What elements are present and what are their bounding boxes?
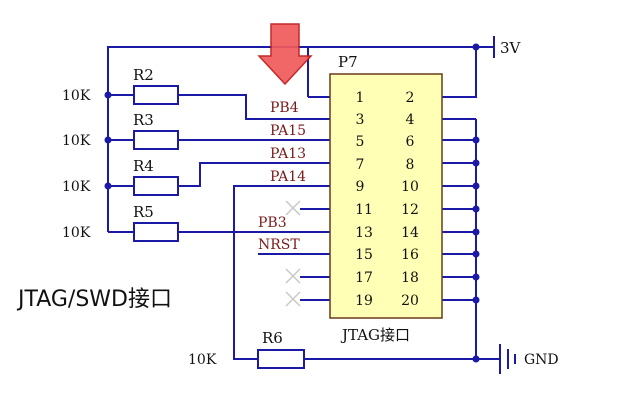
r4-value: 10K — [62, 179, 91, 195]
r3-value: 10K — [62, 133, 91, 149]
net-label-pb4: PB4 — [270, 100, 299, 116]
pin-number: 2 — [406, 90, 415, 106]
resistor-r4 — [133, 176, 179, 196]
vcc-label: 3V — [500, 39, 522, 57]
connector-p7-body — [329, 73, 443, 319]
r4-ref: R4 — [133, 157, 154, 175]
resistor-r3 — [133, 130, 179, 150]
pin-number: 4 — [406, 112, 415, 128]
resistor-r2 — [133, 85, 179, 105]
pin-number: 15 — [355, 247, 373, 263]
connector-ref: P7 — [338, 53, 358, 71]
r2-value: 10K — [62, 88, 91, 104]
pin-number: 9 — [356, 179, 365, 195]
r3-ref: R3 — [133, 111, 154, 129]
junctions — [104, 43, 480, 363]
resistor-r6 — [257, 349, 305, 369]
pin-number: 13 — [355, 225, 373, 241]
net-label-pa13: PA13 — [270, 146, 306, 162]
pin-number: 17 — [355, 270, 373, 286]
r2-ref: R2 — [133, 66, 154, 84]
pin-number: 12 — [401, 202, 419, 218]
schematic-title: JTAG/SWD接口 — [16, 287, 172, 312]
r5-ref: R5 — [133, 203, 154, 221]
pin-number: 5 — [356, 134, 365, 150]
pin-number: 20 — [401, 293, 419, 309]
pin-number: 3 — [356, 112, 365, 128]
pin-number: 8 — [406, 157, 415, 173]
pin-number: 16 — [401, 247, 419, 263]
pin-number: 19 — [355, 293, 373, 309]
pin2-to-rail — [442, 47, 477, 98]
net-label-pa14: PA14 — [270, 169, 306, 185]
resistor-r5 — [133, 222, 179, 242]
pa13-wire — [178, 162, 330, 187]
pa14-wire — [233, 185, 330, 360]
vcc-rail — [107, 46, 480, 232]
no-connect-icon — [285, 268, 301, 284]
vcc-symbol — [480, 36, 495, 58]
net-label-pa15: PA15 — [270, 123, 306, 139]
net-label-pb3: PB3 — [258, 215, 287, 231]
wires — [107, 46, 500, 360]
no-connect-icon — [285, 291, 301, 307]
ground-symbol — [499, 344, 516, 374]
net-label-nrst: NRST — [258, 237, 300, 253]
connector-caption: JTAG接口 — [340, 326, 410, 344]
pin-number: 1 — [356, 90, 365, 106]
no-connect-marks — [285, 200, 301, 307]
pin-number: 7 — [356, 157, 365, 173]
resistors — [133, 85, 305, 369]
r6-ref: R6 — [262, 329, 283, 347]
pin-number: 14 — [401, 225, 419, 241]
down-arrow-icon — [257, 23, 313, 86]
pin-number: 18 — [401, 270, 419, 286]
gnd-label: GND — [524, 352, 559, 368]
pin-number: 10 — [401, 179, 419, 195]
pin-number: 11 — [355, 202, 373, 218]
pin-number: 6 — [406, 134, 415, 150]
no-connect-icon — [285, 200, 301, 216]
pin-numbers: 1 2 3 4 5 6 7 8 9 10 11 12 13 14 15 16 1… — [355, 90, 419, 309]
pb4-wire — [178, 94, 330, 120]
r6-value: 10K — [188, 352, 217, 368]
r5-value: 10K — [62, 225, 91, 241]
